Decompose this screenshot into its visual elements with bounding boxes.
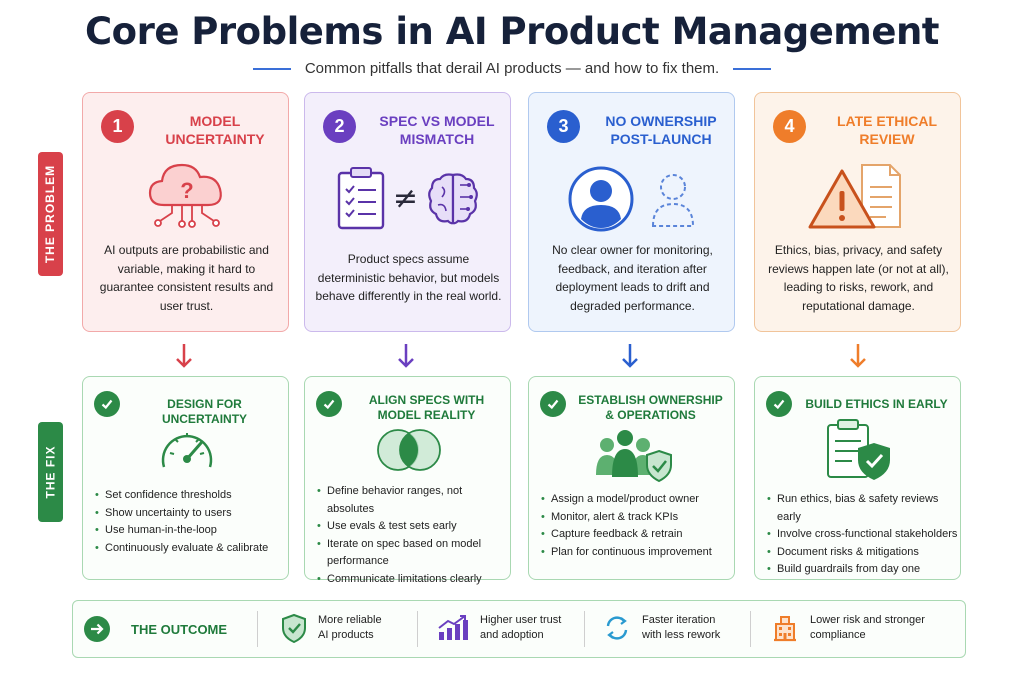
subtitle-row: Common pitfalls that derail AI products … (0, 60, 1024, 77)
shield-check-icon (282, 613, 306, 643)
list-item: Communicate limitations clearly (317, 571, 510, 589)
outcome-item-risk: Lower risk and stronger compliance (771, 613, 925, 643)
arrow-down-icon (176, 344, 192, 368)
list-item: Use evals & test sets early (317, 518, 510, 536)
problem-card-late-ethical-review: 4 Late Ethical Review Ethics, bias, priv… (754, 92, 961, 332)
spec-vs-model-icons: ≠ (305, 165, 512, 231)
problem-number-badge: 4 (773, 110, 806, 143)
outcome-text: Higher user trust (480, 614, 562, 626)
svg-text:?: ? (180, 178, 193, 203)
problem-card-model-uncertainty: 1 Model Uncertainty ? AI outputs are pro… (82, 92, 289, 332)
problem-title: Late Ethical Review (836, 113, 938, 147)
list-item: Use human-in-the-loop (95, 522, 268, 540)
gauge-icon (83, 423, 290, 475)
page-title: Core Problems in AI Product Management (85, 10, 939, 53)
list-item: Run ethics, bias & safety reviews early (767, 491, 960, 526)
fix-title: Build Ethics in Early (805, 397, 948, 411)
problem-card-spec-mismatch: 2 Spec vs Model Mismatch ≠ Product specs… (304, 92, 511, 332)
outcome-text: and adoption (480, 629, 544, 641)
checkmark-icon (540, 391, 566, 417)
list-item: Assign a model/product owner (541, 491, 712, 509)
list-item: Iterate on spec based on model performan… (317, 536, 510, 571)
refresh-cycle-icon (606, 616, 628, 640)
checkmark-icon (766, 391, 792, 417)
problem-description: Ethics, bias, privacy, and safety review… (768, 243, 949, 313)
fix-card-design-for-uncertainty: Design for Uncertainty Set confidence th… (82, 376, 289, 580)
problem-title: Model Uncertainty (165, 113, 265, 147)
owner-icons (529, 165, 736, 233)
fix-list: Run ethics, bias & safety reviews early … (767, 491, 960, 579)
fix-list: Assign a model/product owner Monitor, al… (541, 491, 712, 561)
fix-card-establish-ownership: Establish Ownership & Operations Assign … (528, 376, 735, 580)
fix-list: Define behavior ranges, not absolutes Us… (317, 483, 510, 588)
team-shield-icon (529, 427, 736, 483)
growth-chart-icon (438, 615, 468, 640)
problem-number-badge: 2 (323, 110, 356, 143)
outcome-bar: THE OUTCOME More reliable AI products Hig… (72, 600, 966, 658)
problem-number-badge: 1 (101, 110, 134, 143)
fix-title: Design for Uncertainty (161, 397, 248, 426)
outcome-item-iteration: Faster iteration with less rework (603, 613, 720, 643)
user-avatar-icon (568, 166, 633, 232)
outcome-item-trust: Higher user trust and adoption (437, 613, 561, 643)
list-item: Document risks & mitigations (767, 544, 960, 562)
outcome-text: Lower risk and stronger (810, 614, 925, 626)
page-subtitle: Common pitfalls that derail AI products … (304, 60, 720, 77)
outcome-text: compliance (810, 629, 866, 641)
the-problem-label: THE PROBLEM (38, 152, 63, 276)
arrow-down-icon (622, 344, 638, 368)
checkmark-icon (316, 391, 342, 417)
building-icon (774, 616, 796, 642)
problem-description: No clear owner for monitoring, feedback,… (552, 243, 713, 313)
list-item: Build guardrails from day one (767, 561, 960, 579)
list-item: Involve cross-functional stakeholders (767, 526, 960, 544)
list-item: Monitor, alert & track KPIs (541, 509, 712, 527)
divider (417, 611, 418, 647)
venn-overlap-icon (305, 427, 512, 473)
subtitle-right-line (733, 67, 772, 70)
arrow-right-icon (84, 616, 110, 642)
fix-card-build-ethics-early: Build Ethics in Early Run ethics, bias &… (754, 376, 961, 580)
checkmark-icon (94, 391, 120, 417)
outcome-item-reliable: More reliable AI products (281, 613, 382, 643)
clipboard-checklist-icon (337, 167, 385, 230)
fix-list: Set confidence thresholds Show uncertain… (95, 487, 268, 557)
divider (750, 611, 751, 647)
list-item: Capture feedback & retrain (541, 526, 712, 544)
fix-card-align-specs: Align Specs with Model Reality Define be… (304, 376, 512, 588)
problem-description: AI outputs are probabilistic and variabl… (99, 243, 274, 313)
arrow-down-icon (398, 344, 414, 368)
fix-title: Establish Ownership & Operations (578, 393, 723, 422)
outcome-title: THE OUTCOME (131, 622, 228, 637)
arrow-down-icon (850, 344, 866, 368)
list-item: Continuously evaluate & calibrate (95, 540, 268, 558)
list-item: Define behavior ranges, not absolutes (317, 483, 510, 518)
brain-circuit-icon (428, 173, 478, 225)
subtitle-left-line (252, 67, 291, 70)
clipboard-shield-icon (755, 417, 962, 483)
problem-title: Spec vs Model Mismatch (379, 113, 495, 147)
divider (257, 611, 258, 647)
missing-user-dashed-icon (651, 174, 694, 227)
list-item: Plan for continuous improvement (541, 544, 712, 562)
list-item: Show uncertainty to users (95, 505, 268, 523)
problem-title: No Ownership Post-Launch (605, 113, 717, 147)
outcome-text: More reliable (318, 614, 382, 626)
fix-title: Align Specs with Model Reality (368, 393, 485, 422)
outcome-text: with less rework (642, 629, 721, 641)
cloud-question-icon: ? (83, 155, 290, 230)
problem-card-no-ownership: 3 No Ownership Post-Launch No clear owne… (528, 92, 735, 332)
outcome-text: AI products (318, 629, 374, 641)
outcome-text: Faster iteration (642, 614, 716, 626)
list-item: Set confidence thresholds (95, 487, 268, 505)
the-fix-label: THE FIX (38, 422, 63, 522)
divider (584, 611, 585, 647)
problem-description: Product specs assume deterministic behav… (315, 252, 502, 303)
not-equal-symbol: ≠ (392, 180, 419, 216)
problem-number-badge: 3 (547, 110, 580, 143)
warning-document-icon (755, 157, 962, 235)
